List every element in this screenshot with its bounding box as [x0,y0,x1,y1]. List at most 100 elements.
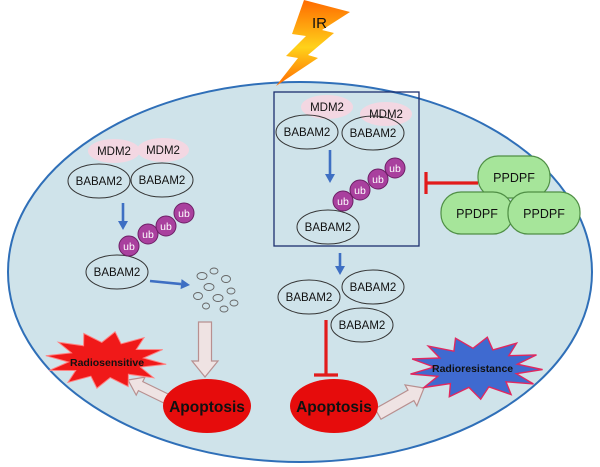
babam2-oval: BABAM2 [277,279,341,315]
apoptosis-left: Apoptosis [163,379,251,433]
ub-label: ub [142,229,154,241]
ub-circle [367,168,389,190]
babam2-shape [277,279,341,315]
ppdpf-node: PPDPF [507,191,581,235]
ub-label: ub [337,196,349,208]
ppdpf-shape [507,191,581,235]
ppdpf-inhibition [424,172,478,194]
mdm2-label: MDM2 [310,102,344,114]
ub-bead: ub [118,235,140,257]
ub-bead: ub [155,215,177,237]
ub-bead: ub [349,179,371,201]
apoptosis-right: Apoptosis [290,379,378,433]
babam2-oval: BABAM2 [296,209,360,245]
babam2-label: BABAM2 [94,267,141,279]
babam2-label: BABAM2 [139,175,186,187]
arrow-shaft [149,279,182,286]
radiosensitive-label: Radiosensitive [70,357,144,369]
fragment [202,302,210,310]
ub-label: ub [389,163,401,175]
mdm2-blob: MDM2 [301,95,353,119]
mdm2-label: MDM2 [146,145,180,157]
ppdpf-node: PPDPF [477,155,551,199]
babam2-inhibition [314,320,338,377]
degradation-fragments-icon [193,267,239,313]
inhibition-marks [314,172,478,377]
babam2-shape [67,163,131,199]
babam2-label: BABAM2 [284,127,331,139]
babam2-label: BABAM2 [339,320,386,332]
apoptosis-label-left: Apoptosis [169,399,245,416]
babam2-label: BABAM2 [76,176,123,188]
pathway-arrow [118,203,128,230]
ub-bead: ub [332,190,354,212]
ub-circle [173,202,195,224]
mdm2-shape [88,139,140,163]
ppdpf-label: PPDPF [493,171,535,185]
ub-circle [137,223,159,245]
babam2-shape [330,307,394,343]
ub-circle [332,190,354,212]
ub-label: ub [160,221,172,233]
radioresistance-burst: Radioresistance [410,336,543,401]
babam2-oval: BABAM2 [341,115,405,151]
outcome-arrows [127,321,425,421]
fragment [203,283,215,291]
babam2-shape [85,254,149,290]
ub-circle [118,235,140,257]
fragment [229,299,239,307]
mdm2-shape [137,138,189,162]
pathway-arrows [118,150,345,290]
babam2-oval: BABAM2 [341,269,405,305]
babam2-label: BABAM2 [286,292,333,304]
radioresistance-label: Radioresistance [432,363,513,375]
mdm2-shape [301,95,353,119]
hollow-arrow [127,376,170,405]
fragment [209,267,219,275]
arrow-head [118,221,128,230]
pathway-arrow [325,150,335,183]
ub-circle [384,157,406,179]
mdm2-blob: MDM2 [137,138,189,162]
fragment [196,272,208,280]
ub-bead: ub [137,223,159,245]
ub-bead: ub [384,157,406,179]
ppdpf-label: PPDPF [456,207,498,221]
babam2-shape [341,269,405,305]
babam2-label: BABAM2 [350,282,397,294]
hollow-arrow [190,321,220,378]
arrow-head [335,266,345,275]
ub-circle [155,215,177,237]
babam2-label: BABAM2 [350,128,397,140]
babam2-oval: BABAM2 [330,307,394,343]
fragment [219,305,229,313]
fragment [193,292,203,300]
hollow-arrow [374,384,425,421]
babam2-label: BABAM2 [305,222,352,234]
ub-bead: ub [173,202,195,224]
babam2-oval: BABAM2 [67,163,131,199]
mdm2-shape [360,102,412,126]
babam2-shape [275,114,339,150]
ub-label: ub [372,174,384,186]
babam2-oval: BABAM2 [275,114,339,150]
babam2-shape [341,115,405,151]
ppdpf-cluster: PPDPF PPDPF PPDPF [440,155,581,235]
arrow-head [325,174,335,183]
mdm2-blob: MDM2 [88,139,140,163]
fragment [226,287,236,295]
radiosensitive-burst: Radiosensitive [45,331,167,389]
fragment [212,294,224,302]
lightning-bolt-icon: IR [276,0,350,86]
ub-circle [349,179,371,201]
fragment [221,275,231,283]
mdm2-label: MDM2 [97,146,131,158]
pathway-arrow [335,253,345,275]
ir-label: IR [312,15,327,32]
ppdpf-node: PPDPF [440,191,514,235]
